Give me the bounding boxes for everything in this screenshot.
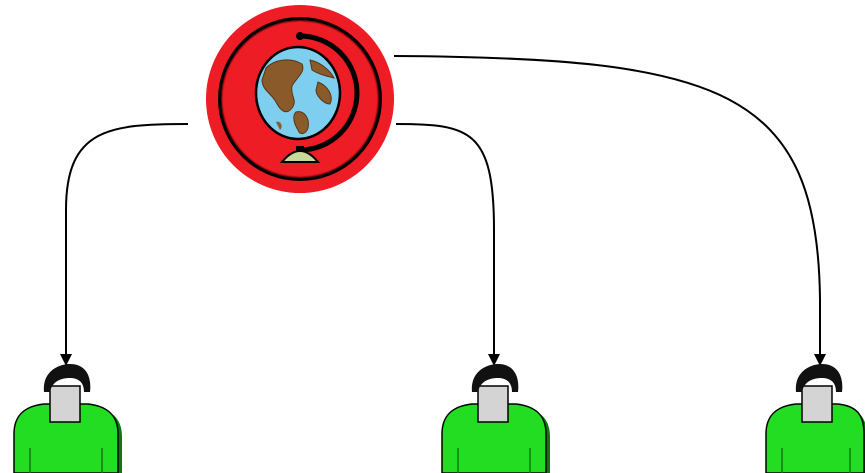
user-icon [441,364,550,473]
connector-hub-to-user-1 [60,123,189,366]
connectors [60,55,826,366]
globe-icon [206,5,394,193]
connector-hub-to-user-2 [395,123,500,366]
user-icon [13,364,122,473]
user-icon [765,364,865,473]
connector-hub-to-user-3 [393,55,826,366]
